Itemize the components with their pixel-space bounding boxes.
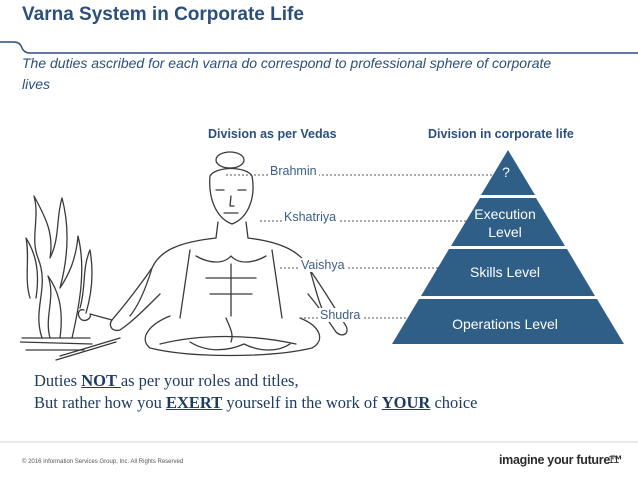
- pyramid-level-label: Execution Level: [474, 206, 536, 240]
- corporate-pyramid: [392, 150, 624, 344]
- footer-divider: [0, 441, 638, 443]
- pyramid-tier: [481, 150, 535, 195]
- vedas-column-header: Division as per Vedas: [208, 127, 337, 141]
- corporate-column-header: Division in corporate life: [428, 127, 574, 141]
- pyramid-level-label: Skills Level: [469, 264, 541, 280]
- varna-label: Vaishya: [299, 258, 347, 272]
- pyramid-level-label: Operations Level: [452, 316, 558, 332]
- page-number: 11: [608, 454, 620, 466]
- pyramid-tier: [451, 198, 565, 246]
- emphasis-not: NOT: [81, 371, 121, 390]
- statement-text: as per your roles and titles,: [120, 371, 299, 390]
- varna-label: Kshatriya: [282, 210, 339, 224]
- pyramid-tier: [421, 249, 595, 296]
- pyramid-level-label: ?: [502, 164, 510, 180]
- meditating-sage-illustration: [20, 151, 348, 361]
- varna-label: Shudra: [318, 308, 363, 322]
- emphasis-exert: EXERT: [165, 393, 223, 412]
- slide-subtitle: The duties ascribed for each varna do co…: [22, 55, 552, 92]
- statement-line-1: Duties NOT as per your roles and titles,: [34, 371, 299, 391]
- statement-text: choice: [430, 393, 478, 412]
- pyramid-tier: [392, 299, 624, 344]
- statement-text: But rather how you: [34, 393, 166, 412]
- emphasis-your: YOUR: [381, 393, 431, 412]
- statement-line-2: But rather how you EXERT yourself in the…: [34, 393, 478, 413]
- brand-tagline-logo: imagine your future™: [499, 453, 623, 467]
- statement-text: Duties: [34, 371, 82, 390]
- varna-label: Brahmin: [268, 164, 319, 178]
- title-divider: [0, 41, 638, 54]
- copyright-notice: © 2016 Information Services Group, Inc. …: [22, 459, 184, 465]
- statement-text: yourself in the work of: [222, 393, 382, 412]
- slide-title: Varna System in Corporate Life: [22, 4, 304, 25]
